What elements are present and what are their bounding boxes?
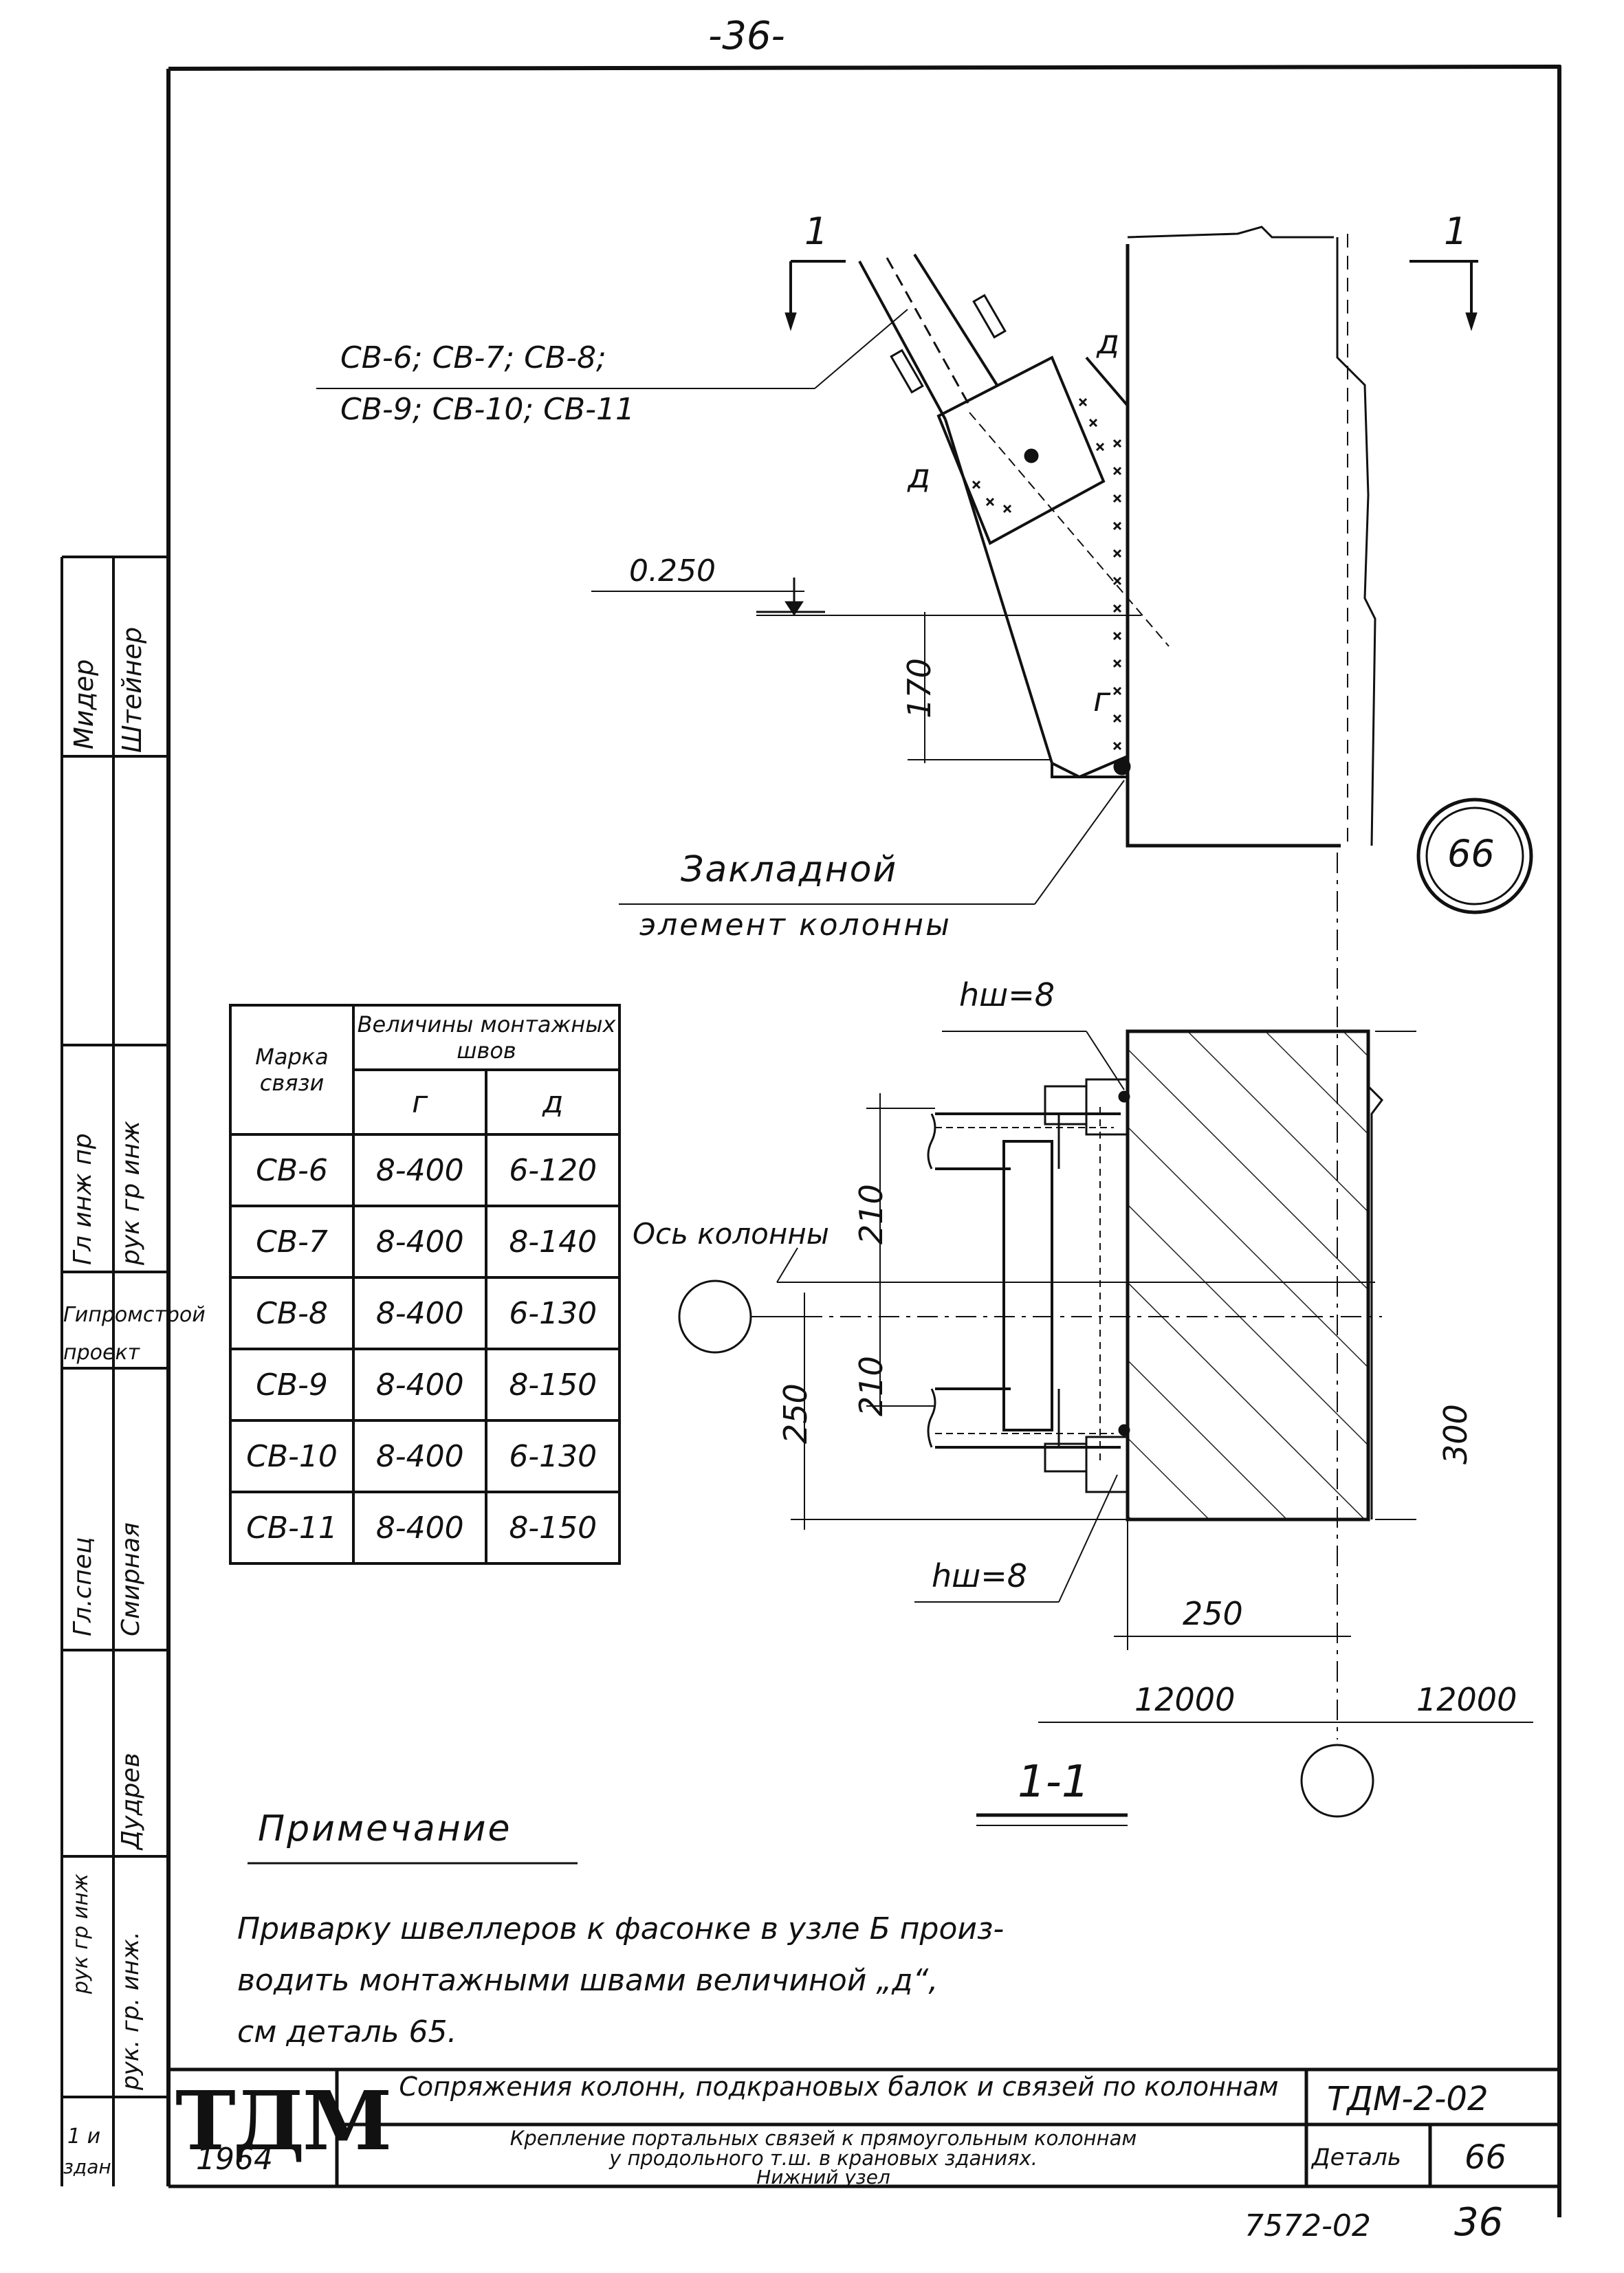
embedded-label-line1: Закладной [681, 849, 898, 890]
stamp-detail-label: Деталь [1312, 2144, 1401, 2171]
stamp-subtitle-line2: у продольного т.ш. в крановых зданиях. [609, 2146, 1038, 2170]
table-row: СВ-10 8-400 6-130 [229, 1419, 621, 1493]
row-g: 8-400 [351, 1205, 488, 1279]
side-text: Гл.спец [69, 1537, 97, 1637]
row-d: 8-150 [485, 1491, 621, 1565]
side-text: рук. гр. инж. [117, 1931, 144, 2090]
stamp-detail-value: 66 [1464, 2138, 1507, 2177]
row-g: 8-400 [351, 1133, 488, 1207]
note-line1: Приварку швеллеров к фасонке в узле Б пр… [237, 1911, 1005, 1946]
weld-height-bottom: hш=8 [932, 1557, 1028, 1594]
side-text: проект [63, 1341, 140, 1365]
side-text: здан. [63, 2155, 118, 2178]
note-line2: водить монтажными швами величиной „д“, [237, 1963, 939, 1998]
side-text: 1 и [67, 2124, 101, 2149]
side-text: рук гр инж [69, 1874, 93, 1994]
stamp-logo: ТДМ [175, 2073, 392, 2168]
title-block-lines [168, 2067, 1559, 2188]
row-g: 8-400 [351, 1491, 488, 1565]
dim-12000-right: 12000 [1416, 1681, 1517, 1718]
row-g: 8-400 [351, 1276, 488, 1350]
row-mark: СВ-8 [229, 1276, 355, 1350]
dim-210-top: 210 [853, 1184, 890, 1244]
dim-210-bottom: 210 [853, 1356, 890, 1416]
detail-number: 66 [1447, 832, 1495, 875]
table-row: СВ-9 8-400 8-150 [229, 1348, 621, 1422]
side-text: Гипромстрой [63, 1303, 206, 1327]
section-mark-left: 1 [804, 210, 829, 253]
sheet-number: 36 [1454, 2200, 1504, 2245]
dim-250-left: 250 [777, 1383, 814, 1444]
col-g-header: г [351, 1068, 488, 1136]
bond-list-line1: СВ-6; СВ-7; СВ-8; [340, 340, 606, 375]
top-detail [316, 226, 1533, 914]
note-heading: Примечание [258, 1808, 512, 1849]
row-mark: СВ-6 [229, 1133, 355, 1207]
weld-label-d-top: д [1097, 323, 1120, 362]
side-text: Мидер [69, 659, 99, 749]
section-title: 1-1 [1018, 1757, 1090, 1808]
col-group-header: Величины монтажных швов [352, 1004, 621, 1071]
stamp-year: 1964 [196, 2142, 273, 2177]
side-text: Гл инж пр [69, 1133, 97, 1265]
section-mark-right: 1 [1444, 210, 1468, 253]
weld-label-d-left: д [908, 457, 931, 496]
level-mark: 0.250 [629, 553, 716, 589]
dim-250-bottom: 250 [1183, 1595, 1243, 1632]
row-d: 6-130 [485, 1276, 621, 1350]
row-d: 8-140 [485, 1205, 621, 1279]
row-d: 8-150 [485, 1348, 621, 1422]
column-axis-label: Ось колонны [633, 1217, 829, 1251]
stamp-title: Сопряжения колонн, подкрановых балок и с… [399, 2072, 1279, 2102]
page-number: -36- [708, 14, 785, 58]
row-mark: СВ-7 [229, 1205, 355, 1279]
embedded-label-line2: элемент колонны [639, 908, 952, 943]
row-g: 8-400 [351, 1419, 488, 1493]
note-line3: см деталь 65. [237, 2014, 457, 2050]
stamp-code: ТДМ-2-02 [1327, 2080, 1489, 2118]
row-d: 6-120 [485, 1133, 621, 1207]
weld-label-g: г [1093, 681, 1111, 719]
side-text: Дудрев [117, 1753, 145, 1849]
col-d-header: д [485, 1068, 621, 1136]
dim-300: 300 [1437, 1404, 1474, 1464]
table-row: СВ-8 8-400 6-130 [229, 1276, 621, 1350]
sheet-frame [166, 65, 1561, 2217]
row-mark: СВ-11 [229, 1491, 355, 1565]
side-text: Смирная [117, 1522, 145, 1636]
table-row: СВ-7 8-400 8-140 [229, 1205, 621, 1279]
side-text: рук гр инж [117, 1121, 145, 1265]
col-mark-header: Марка связи [229, 1004, 355, 1136]
sheet-code: 7572-02 [1244, 2208, 1371, 2243]
stamp-subtitle-line3: Нижний узел [756, 2166, 890, 2188]
row-mark: СВ-9 [229, 1348, 355, 1422]
row-d: 6-130 [485, 1419, 621, 1493]
table-row: СВ-6 8-400 6-120 [229, 1133, 621, 1207]
side-text: Штейнер [117, 626, 147, 753]
row-mark: СВ-10 [229, 1419, 355, 1493]
table-row: СВ-11 8-400 8-150 [229, 1491, 621, 1565]
row-g: 8-400 [351, 1348, 488, 1422]
weld-height-top: hш=8 [959, 976, 1055, 1013]
dim-12000-left: 12000 [1134, 1681, 1236, 1718]
stamp-subtitle-line1: Крепление портальных связей к прямоуголь… [509, 2127, 1137, 2150]
side-strip [61, 556, 168, 2186]
bond-weld-table: Марка связи Величины монтажных швов г д … [229, 1004, 621, 1565]
section-1-1 [678, 853, 1533, 1826]
bond-list-line2: СВ-9; СВ-10; СВ-11 [340, 392, 635, 427]
dim-170: 170 [901, 658, 938, 718]
